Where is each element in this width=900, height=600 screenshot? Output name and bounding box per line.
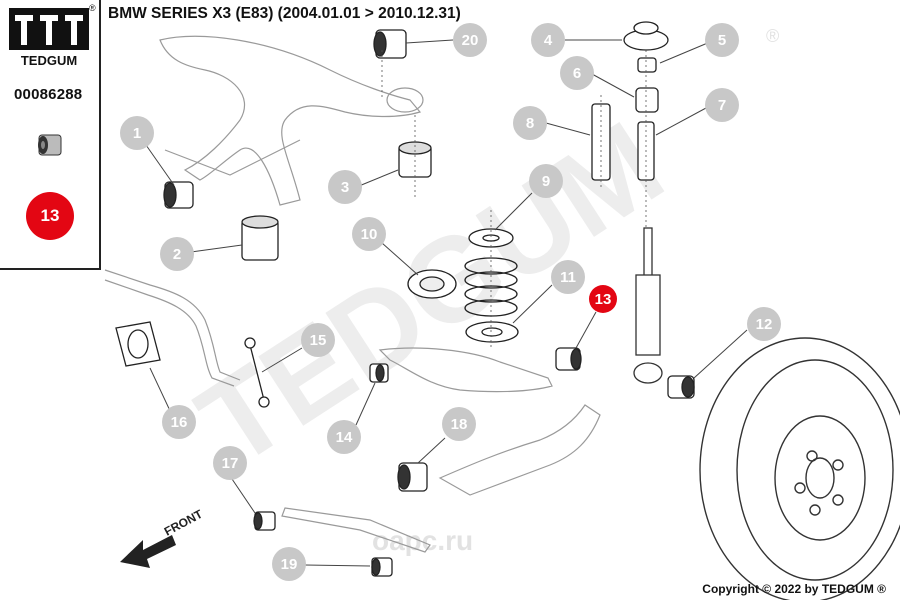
top-mount-4 [623,21,669,51]
callout-label: 19 [281,556,298,573]
part-number: 00086288 [14,86,83,103]
lower-control-arm [281,347,601,553]
callout-2: 2 [160,237,194,271]
callout-10: 10 [352,217,386,251]
callout-9: 9 [529,164,563,198]
callout-20: 20 [453,23,487,57]
axis-lines [381,50,647,350]
page-title: BMW SERIES X3 (E83) (2004.01.01 > 2010.1… [108,5,461,22]
bushing-2 [241,215,279,261]
bump-stop-5 [637,57,657,73]
callout-label: 16 [171,414,188,431]
callout-label: 14 [336,429,353,446]
callout-label: 18 [451,416,468,433]
copyright-notice: Copyright © 2022 by TEDGUM ® [702,582,886,596]
callout-1: 1 [120,116,154,150]
stabilizer-mount-16 [115,321,161,367]
stabilizer-link-15 [244,337,270,408]
bushing-14 [369,363,389,383]
spring-seat-11 [465,321,519,343]
upper-control-arm [159,35,424,206]
callout-label: 11 [560,269,576,286]
callout-label: 1 [133,125,141,142]
callout-13: 13 [589,285,617,313]
highlight-callout-badge: 13 [26,192,74,240]
callout-7: 7 [705,88,739,122]
bushing-17 [253,511,276,531]
callout-15: 15 [301,323,335,357]
callout-11: 11 [551,260,585,294]
bushing-19 [371,557,393,577]
callout-label: 8 [526,115,534,132]
callout-label: 15 [310,332,327,349]
part-thumbnail [38,134,62,156]
bushing-13 [555,347,582,371]
svg-text:TEDGUM: TEDGUM [21,53,77,68]
callout-label: 10 [361,226,378,243]
callout-label: 9 [542,173,550,190]
callout-label: 17 [222,455,239,472]
bushing-3 [398,141,432,178]
callout-8: 8 [513,106,547,140]
callout-12: 12 [747,307,781,341]
callout-6: 6 [560,56,594,90]
callout-label: 2 [173,246,181,263]
callout-3: 3 [328,170,362,204]
callout-label: 13 [595,291,612,308]
callout-4: 4 [531,23,565,57]
callout-16: 16 [162,405,196,439]
bushing-1 [163,181,194,209]
callout-label: 6 [573,65,581,82]
callout-label: 7 [718,97,726,114]
brand-panel: TEDGUM ® 00086288 13 [0,0,101,270]
shock-absorber [633,227,663,384]
callout-label: 5 [718,32,726,49]
watermark-registered-mark: ® [766,26,779,46]
callout-14: 14 [327,420,361,454]
callout-18: 18 [442,407,476,441]
leader-lines [145,39,748,567]
stabilizer-bar [104,269,241,387]
callout-label: 12 [756,316,773,333]
bushing-20 [373,29,407,59]
wheel-tire [699,337,900,600]
svg-text:FRONT: FRONT [162,507,206,539]
callout-19: 19 [272,547,306,581]
callout-label: 4 [544,32,553,49]
callout-17: 17 [213,446,247,480]
front-direction-arrow: FRONT [120,507,205,568]
bump-stop-6 [635,87,659,113]
bushing-18 [397,462,428,492]
bushing-12 [667,375,695,399]
tedgum-logo: TEDGUM [9,8,89,68]
registered-mark: ® [89,3,96,13]
bearing-10 [407,269,457,299]
callout-label: 20 [462,32,479,49]
callout-5: 5 [705,23,739,57]
callout-label: 3 [341,179,349,196]
